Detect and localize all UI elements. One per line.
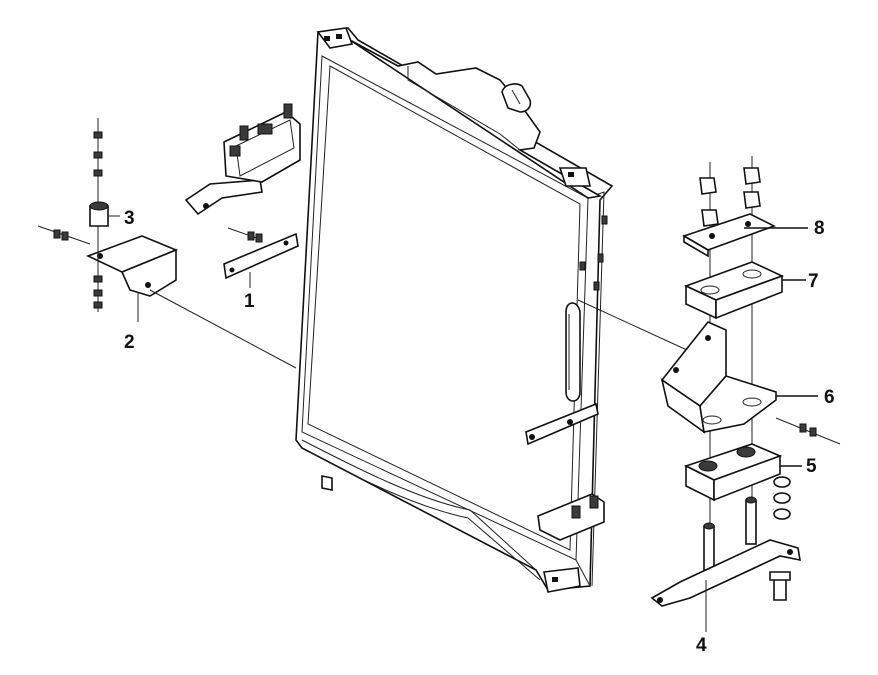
callout-5: 5 [806, 456, 817, 477]
top-nuts [699, 167, 761, 227]
part-7-rubber-block [683, 261, 785, 320]
right-lower-brackets [525, 402, 605, 541]
callout-1: 1 [244, 291, 255, 312]
callout-3: 3 [124, 208, 135, 229]
part-8-plate [682, 213, 777, 258]
part-2-angle-bracket [85, 235, 297, 369]
part-6-mount-bracket [660, 321, 841, 445]
callout-8: 8 [814, 218, 825, 239]
callout-2: 2 [124, 332, 135, 353]
left-upper-bracket [184, 103, 301, 216]
callout-7: 7 [808, 271, 819, 292]
part-4-base-bracket [650, 496, 801, 632]
part-1-strip-bracket [223, 227, 299, 288]
part-5-rubber-block [683, 443, 783, 502]
radiator [295, 27, 614, 593]
callout-4: 4 [696, 635, 707, 656]
part-3-isolator-stack [37, 118, 120, 312]
callout-6: 6 [824, 387, 835, 408]
washer-stack [773, 476, 791, 520]
